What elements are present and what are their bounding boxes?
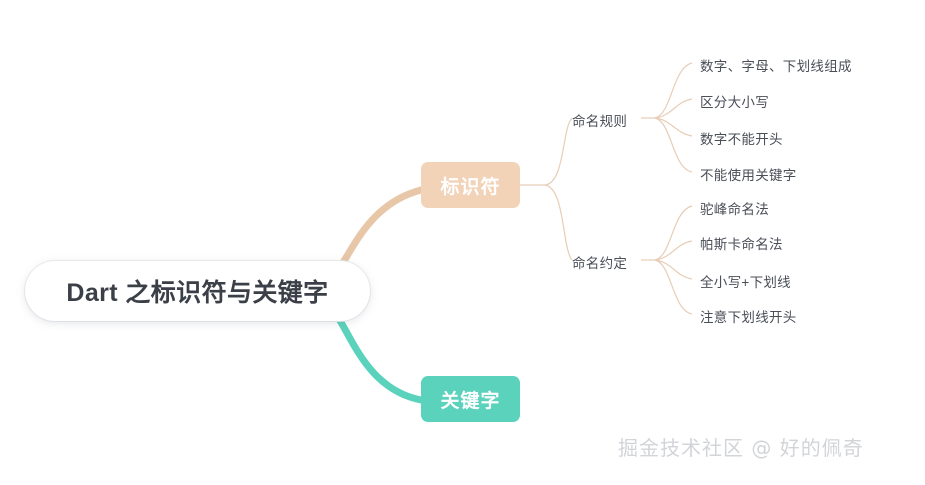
branch-node-keyword[interactable]: 关键字 [421, 376, 520, 422]
wire-rules-leaf-3 [654, 117, 693, 137]
leaf-item[interactable]: 区分大小写 [700, 95, 769, 110]
subbranch-naming-conventions[interactable]: 命名约定 [572, 256, 628, 271]
leaf-item[interactable]: 驼峰命名法 [700, 202, 769, 217]
leaf-item[interactable]: 帕斯卡命名法 [700, 237, 783, 252]
leaf-item[interactable]: 注意下划线开头 [700, 310, 797, 325]
root-node-label: Dart 之标识符与关键字 [66, 279, 329, 307]
wire-conventions-leaf-1 [654, 205, 693, 261]
subbranch-naming-rules[interactable]: 命名规则 [572, 114, 628, 129]
wire-conventions-leaf-2 [654, 240, 693, 261]
leaf-item[interactable]: 数字、字母、下划线组成 [700, 59, 852, 74]
leaf-item[interactable]: 数字不能开头 [700, 132, 783, 147]
leaf-item[interactable]: 不能使用关键字 [700, 168, 797, 183]
branch-node-identifier[interactable]: 标识符 [421, 162, 520, 208]
wire-conventions-leaf-3 [654, 259, 693, 280]
leaf-item[interactable]: 全小写+下划线 [700, 275, 791, 290]
wire-identifier-to-rules [544, 117, 573, 186]
wire-identifier-to-conventions [544, 184, 573, 261]
wire-rules-leaf-4 [654, 117, 693, 173]
wire-rules-leaf-1 [654, 62, 693, 119]
wire-root-to-keyword [326, 305, 425, 404]
watermark: 掘金技术社区 @ 好的佩奇 [618, 436, 864, 460]
wire-conventions-leaf-4 [654, 259, 693, 315]
root-node[interactable]: Dart 之标识符与关键字 [25, 261, 370, 321]
wire-rules-leaf-2 [654, 98, 693, 119]
branch-node-keyword-label: 关键字 [440, 390, 501, 412]
branch-node-identifier-label: 标识符 [440, 176, 501, 198]
